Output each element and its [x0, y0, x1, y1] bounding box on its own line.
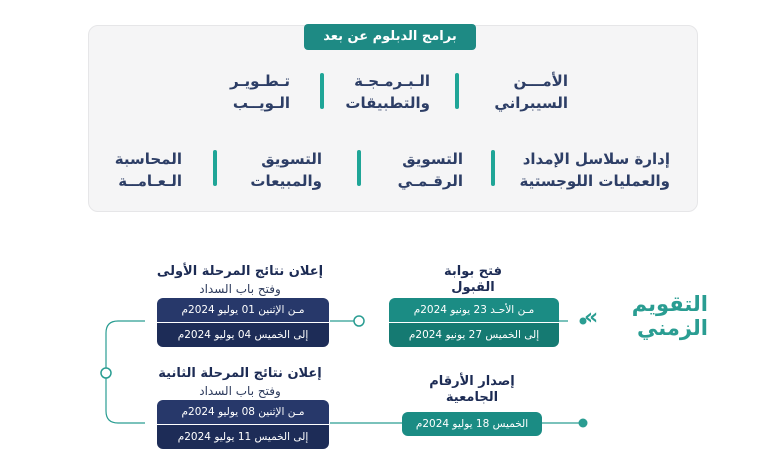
- programs-panel: [88, 25, 698, 212]
- phase2-heading: إعلان نتائج المرحلة الثانية: [158, 366, 322, 381]
- separator: [455, 73, 459, 109]
- timeline-dot: [579, 317, 587, 325]
- phase2-dates-card: مـن الإثنين 08 يوليو 2024م إلى الخميس 11…: [157, 400, 329, 449]
- separator: [491, 150, 495, 186]
- timeline-title: التقويم الزمني: [631, 292, 708, 340]
- date-from: مـن الأحـد 23 يونيو 2024م: [389, 298, 559, 322]
- divider: [397, 322, 551, 323]
- program-digital-marketing: التسويق الرقـمـي: [397, 150, 463, 190]
- admission-heading: فتح بوابة القبول: [444, 264, 502, 295]
- timeline-node: [353, 315, 365, 327]
- program-accounting: المحاسبة الـعـامــة: [114, 150, 182, 190]
- date: الخميس 18 يوليو 2024م: [402, 412, 542, 436]
- numbers-date-card: الخميس 18 يوليو 2024م: [402, 412, 542, 436]
- program-programming: الـبـرمـجـة والتطبيقات: [345, 72, 430, 112]
- separator: [357, 150, 361, 186]
- date-to: إلى الخميس 04 يوليو 2024م: [157, 323, 329, 347]
- admission-dates-card: مـن الأحـد 23 يونيو 2024م إلى الخميس 27 …: [389, 298, 559, 347]
- date-from: مـن الإثنين 08 يوليو 2024م: [157, 400, 329, 424]
- separator: [213, 150, 217, 186]
- program-web-development: تـطـويـر الـويــب: [230, 72, 290, 112]
- phase2-subheading: وفتح باب السداد: [199, 384, 281, 398]
- divider: [165, 424, 321, 425]
- program-supply-chain: إدارة سلاسل الإمداد والعمليات اللوجستية: [519, 150, 670, 190]
- program-sales-marketing: التسويق والمبيعات: [250, 150, 322, 190]
- phase1-dates-card: مـن الإثنين 01 يوليو 2024م إلى الخميس 04…: [157, 298, 329, 347]
- divider: [165, 322, 321, 323]
- timeline-dot: [578, 418, 588, 428]
- programs-title: برامج الدبلوم عن بعد: [304, 24, 476, 50]
- phase1-subheading: وفتح باب السداد: [199, 282, 281, 296]
- date-to: إلى الخميس 11 يوليو 2024م: [157, 425, 329, 449]
- date-from: مـن الإثنين 01 يوليو 2024م: [157, 298, 329, 322]
- numbers-heading: إصدار الأرقام الجامعية: [429, 374, 515, 405]
- separator: [320, 73, 324, 109]
- date-to: إلى الخميس 27 يونيو 2024م: [389, 323, 559, 347]
- chevron-left-icon: »: [584, 305, 599, 330]
- phase1-heading: إعلان نتائج المرحلة الأولى: [156, 264, 324, 279]
- timeline-node: [100, 367, 112, 379]
- program-cybersecurity: الأمـــن السيبراني: [494, 72, 568, 112]
